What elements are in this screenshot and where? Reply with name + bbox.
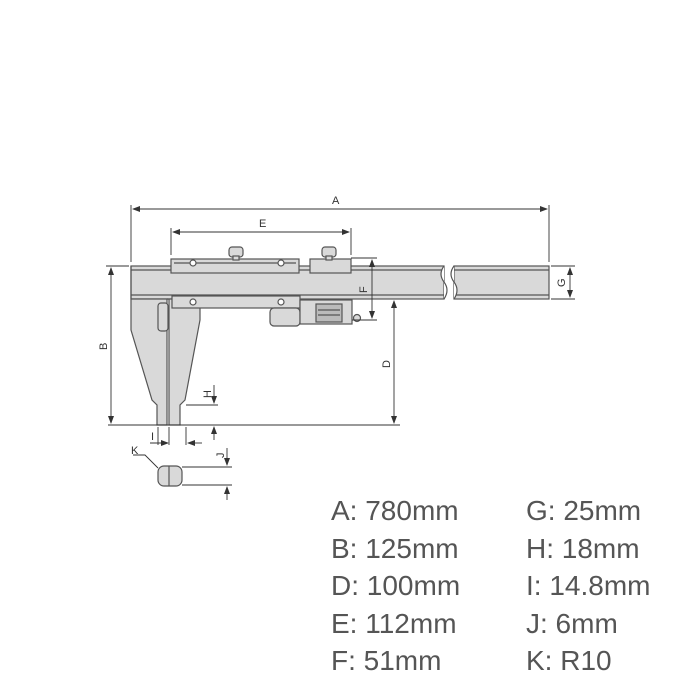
dim-label-g: G (556, 278, 568, 287)
dim-label-e: E (259, 218, 266, 230)
fixed-jaw (130, 266, 201, 426)
spec-table: A: 780mm G: 25mm B: 125mm H: 18mm D: 100… (331, 494, 686, 678)
dim-label-d: D (381, 360, 393, 368)
dim-label-k: K (131, 445, 139, 457)
fine-adjustment-bar (170, 246, 352, 274)
dim-label-h: H (202, 390, 214, 398)
spec-b: B: 125mm (331, 532, 459, 564)
spec-h: H: 18mm (526, 532, 640, 564)
spec-e: E: 112mm (331, 607, 457, 639)
spec-j: J: 6mm (526, 607, 618, 639)
dim-label-i: I (151, 431, 154, 443)
spec-a: A: 780mm (331, 495, 459, 526)
dimension-lines (106, 205, 575, 500)
dim-label-b: B (98, 343, 110, 350)
spec-k: K: R10 (526, 645, 612, 676)
dim-label-a: A (332, 195, 340, 207)
spec-i: I: 14.8mm (526, 570, 651, 601)
spec-f: F: 51mm (331, 645, 442, 676)
spec-g: G: 25mm (526, 495, 642, 526)
sliding-jaw (171, 295, 362, 327)
jaw-tip-detail (157, 465, 183, 487)
spec-d: D: 100mm (331, 570, 461, 601)
dim-label-f: F (358, 286, 370, 293)
dim-label-j: J (215, 453, 227, 459)
